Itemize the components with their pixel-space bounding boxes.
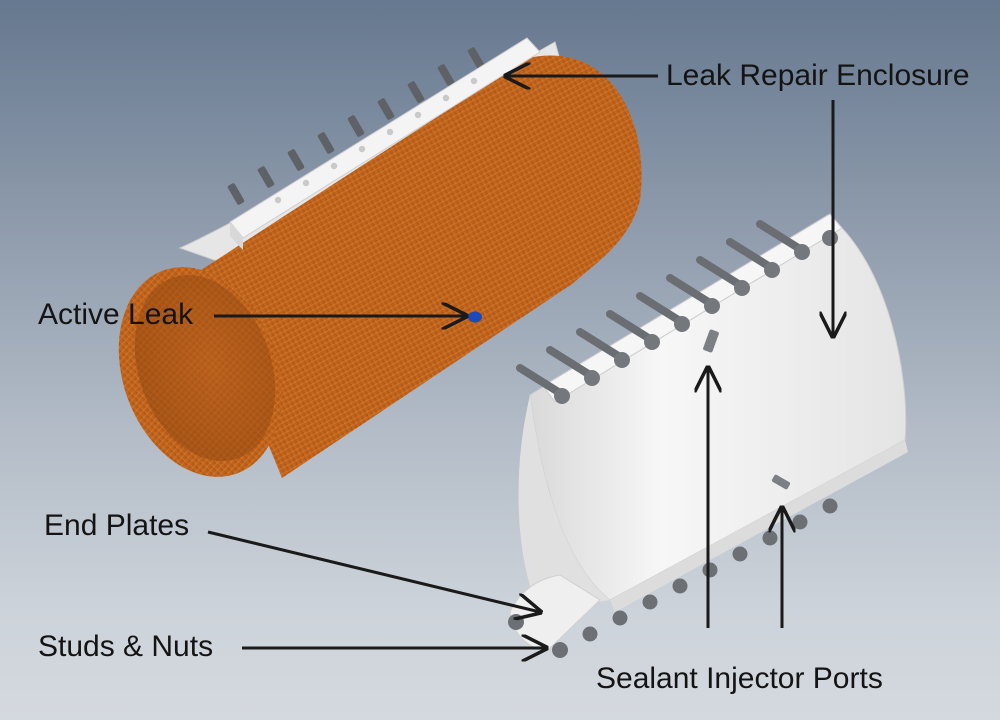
active-leak-spot (468, 312, 482, 323)
label-active-leak: Active Leak (38, 300, 193, 330)
leader-end-plates (208, 532, 540, 612)
label-sealant-injector-ports: Sealant Injector Ports (596, 664, 883, 694)
label-leak-repair-enclosure: Leak Repair Enclosure (666, 61, 970, 91)
label-studs-and-nuts: Studs & Nuts (38, 632, 213, 662)
label-end-plates: End Plates (44, 511, 189, 541)
